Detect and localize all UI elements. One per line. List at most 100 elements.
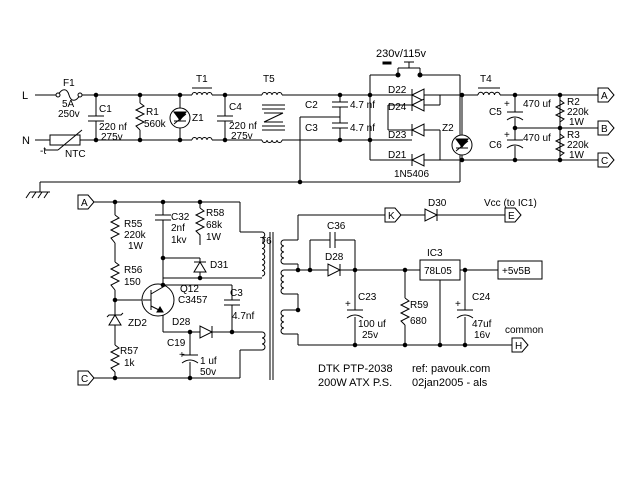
label-switch: 230v/115v [376,48,426,60]
zener-zd2 [106,310,124,326]
varistor-z2 [451,134,473,156]
label-q12: Q12 [180,284,199,295]
label-r1: R1 [146,107,159,118]
label-bridge-part: 1N5406 [394,169,429,180]
terminal-c-label: C [601,156,608,167]
label-c5-plus: + [504,99,510,110]
terminal-c-in-label: C [81,374,88,385]
label-c23-plus: + [345,299,351,310]
capacitor-c6 [506,139,524,149]
caption-ref: ref: pavouk.com [412,363,490,375]
label-c23: C23 [358,292,377,303]
label-d30: D30 [428,198,447,209]
label-r1-value: 560k [144,119,167,130]
fuse-f1 [55,89,83,101]
label-c19: C19 [167,338,186,349]
label-c32-voltage: 1kv [171,235,187,246]
junction-dots-bottom [112,199,468,381]
label-ntc-t: -t [40,146,46,157]
inductor-t4 [477,87,501,96]
label-c6: C6 [489,140,502,151]
label-zd2: ZD2 [128,318,147,329]
label-d31: D31 [210,260,229,271]
terminal-k [384,207,402,223]
resistor-r57 [109,344,121,373]
label-c6-plus: + [504,130,510,141]
label-r3-watt: 1W [569,150,585,161]
label-c6-value: 470 uf [523,133,551,144]
capacitor-c19 [181,354,199,364]
terminal-h-label: H [515,341,522,352]
label-c3b: C3 [230,288,243,299]
output-terminals-abc [597,87,615,168]
label-d28-aux: D28 [172,317,191,328]
label-c1: C1 [99,104,112,115]
capacitor-c2 [332,101,348,108]
label-r57: R57 [120,346,139,357]
label-f1: F1 [63,78,75,89]
label-c19-voltage: 50v [200,367,216,378]
capacitor-c3-snubber [224,299,240,306]
label-r57-value: 1k [124,358,136,369]
label-c24-value: 47uf [472,319,492,330]
label-r55-watt: 1W [128,241,144,252]
terminal-e-label: E [508,211,515,222]
terminal-a-label: A [601,91,608,102]
capacitor-c32 [155,214,171,221]
voltage-switch [382,61,423,78]
label-c1-value: 220 nf [99,122,127,133]
choke-t1 [191,87,213,141]
label-t6: T6 [260,236,272,247]
input-wiring [25,74,598,199]
capacitor-c4 [217,115,233,122]
diode-d31 [193,261,207,273]
capacitor-c23 [346,309,364,319]
labels: L N F1 5A 250v -t NTC C1 220 nf 275v R1 … [22,48,608,389]
terminal-l: L [22,90,28,102]
label-c24-voltage: 16v [474,330,490,341]
label-c5: C5 [489,107,502,118]
label-f1-voltage: 250v [58,109,80,120]
transistor-q12 [141,283,175,317]
resistor-r58 [194,207,206,240]
capacitor-c3-y [332,122,348,129]
common-mode-choke-t5 [261,92,285,143]
terminal-n: N [22,135,30,147]
label-c32-value: 2nf [171,223,185,234]
label-d28-secondary: D28 [325,252,344,263]
label-ic3: IC3 [427,248,443,259]
terminal-a-in-label: A [81,198,88,209]
output-box-5v [497,260,543,280]
diode-d28-aux [199,325,214,339]
label-ic3-part: 78L05 [424,266,452,277]
label-z1: Z1 [192,113,204,124]
capacitor-c5 [506,111,524,121]
resistor-r1 [134,102,146,131]
caption-date: 02jan2005 - als [412,377,488,389]
regulator-ic3 [419,259,461,281]
label-c4-value: 220 nf [229,121,257,132]
label-r59: R59 [410,300,429,311]
label-c3b-value: 4.7nf [232,311,254,322]
label-c3a-value: 4.7 nf [350,123,375,134]
label-d24: D24 [388,102,407,113]
label-t1: T1 [196,74,208,85]
resistor-r59 [399,297,411,326]
label-d21: D21 [388,150,407,161]
label-c19-value: 1 uf [200,356,217,367]
capacitor-c1 [88,115,104,122]
label-common: common [505,325,543,336]
input-terminal-c [77,370,95,386]
caption-power: 200W ATX P.S. [318,377,392,389]
capacitor-c36 [329,232,336,248]
resistor-r56 [109,261,121,291]
label-c1-voltage: 275v [101,132,123,143]
terminal-b-label: B [601,124,608,135]
label-r3-value: 220k [567,140,590,151]
label-c19-plus: + [179,350,185,361]
input-terminal-a [77,194,95,210]
label-t4: T4 [480,74,492,85]
standby-wiring [92,201,262,379]
label-c23-voltage: 25v [362,330,378,341]
terminal-k-label: K [388,211,395,222]
